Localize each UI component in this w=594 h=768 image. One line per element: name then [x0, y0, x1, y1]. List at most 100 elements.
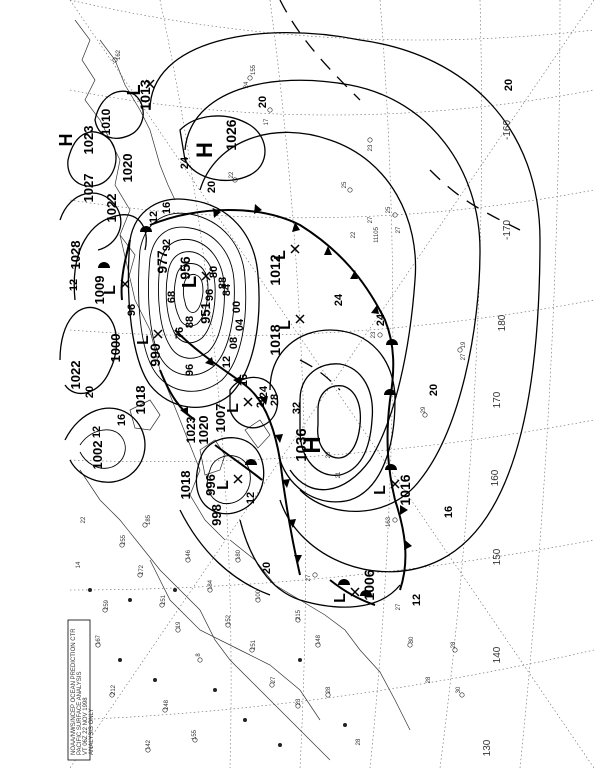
station-value-label: 155 [192, 729, 198, 740]
meridian-tick-label: -160 [502, 120, 513, 140]
station-value-label: 163 [386, 516, 392, 527]
station-value-label: 167 [96, 634, 102, 645]
station-value-label: 27 [461, 353, 467, 360]
station-value-label: 30 [409, 636, 415, 643]
pressure-value-label: 1012 [267, 254, 283, 285]
station-value-label: 215 [296, 609, 302, 620]
station-value-label: 185 [146, 514, 152, 525]
pressure-value-label: 996 [203, 474, 218, 496]
station-value-label: 25 [386, 206, 392, 213]
station-value-label: 180 [236, 549, 242, 560]
station-value-label: 28 [451, 641, 457, 648]
station-value-label: 155 [251, 64, 257, 75]
station-value-label: 8 [196, 653, 202, 657]
low-pressure-center: L [179, 276, 201, 288]
low-center-cross-icon [120, 279, 130, 289]
pressure-value-label: 1022 [104, 194, 119, 223]
fronts [98, 204, 412, 606]
isobar-value-label: 20 [261, 562, 273, 574]
legend-line: PACIFIC SURFACE ANALYSIS [77, 672, 83, 755]
pressure-value-label: 1020 [196, 416, 211, 445]
station-value-label: 148 [164, 699, 170, 710]
isobar-value-label: 12 [148, 211, 160, 223]
low-pressure-center: L [225, 403, 242, 413]
station-value-label: 23 [371, 331, 377, 338]
isobar-value-label: 20 [503, 79, 515, 91]
station-value-label: 27 [368, 216, 374, 223]
pressure-value-label: 1023 [81, 126, 96, 155]
station-value-label: 146 [186, 549, 192, 560]
pressure-value-label: 951 [198, 302, 213, 324]
isobar-value-label: 20 [84, 386, 96, 398]
station-value-label: 100 [256, 589, 262, 600]
station-markers [88, 57, 465, 753]
isobar-value-label: 68 [166, 291, 178, 303]
isobar-value-label: 20 [428, 384, 440, 396]
station-value-label: 142 [146, 739, 152, 750]
isobar-value-label: 76 [174, 327, 186, 339]
isobar-value-label: 00 [231, 301, 243, 313]
station-value-label: 20 [326, 451, 332, 458]
meridian-tick-label: -170 [502, 220, 513, 240]
meridian-tick-label: 160 [490, 469, 501, 486]
isobar-value-label: 28 [269, 394, 281, 406]
pressure-value-label: 1018 [267, 324, 283, 355]
isobar-value-label: 12 [245, 492, 257, 504]
station-value-label: 28 [426, 676, 432, 683]
station-value-label: 212 [111, 684, 117, 695]
isobar-value-label: 12 [68, 279, 80, 291]
legend-line: VT 06Z 22 NOV 1998 [83, 697, 89, 755]
isobar-value-label: 16 [161, 202, 173, 214]
low-center-cross-icon [295, 314, 305, 324]
low-pressure-center: L [102, 285, 119, 295]
isobar-value-label: 24 [255, 395, 267, 408]
isobar-value-label: 24 [375, 313, 387, 326]
pressure-value-label: 1010 [99, 108, 113, 135]
high-pressure-center: H [299, 436, 326, 453]
high-pressure-center: H [56, 134, 76, 147]
pressure-value-label: 1020 [120, 154, 135, 183]
pressure-value-label: 1028 [68, 241, 83, 270]
low-pressure-center: L [272, 250, 289, 260]
pressure-value-label: 1002 [90, 441, 105, 470]
isobar-value-label: 24 [258, 385, 270, 398]
station-value-label: 172 [139, 564, 145, 575]
pressure-value-label: 990 [147, 343, 163, 367]
station-value-label: 27 [271, 676, 277, 683]
pressure-value-label: 1018 [133, 386, 148, 415]
legend-box: NOAA/NWS/NCEP OCEAN PREDICTION CTR PACIF… [67, 619, 95, 761]
pressure-value-label: 1023 [184, 416, 198, 443]
low-center-cross-icon [350, 587, 360, 597]
pressure-value-label: 1018 [178, 471, 193, 500]
station-value-label: 11105 [374, 226, 380, 242]
meridian-tick-label: 150 [492, 548, 503, 565]
low-center-cross-icon [243, 397, 253, 407]
station-value-label: 19 [176, 621, 182, 628]
isobar-value-label: 96 [184, 364, 196, 376]
pressure-value-label: 1022 [68, 361, 83, 390]
isobar-value-label: 12 [411, 594, 423, 606]
pressure-value-label: 1036 [293, 428, 310, 461]
station-value-label: 30 [456, 686, 462, 693]
pressure-value-label: 977 [154, 250, 170, 274]
low-pressure-center: L [215, 480, 232, 490]
meridian-tick-label: 130 [482, 739, 493, 756]
pressure-value-label: 1009 [92, 276, 107, 305]
station-value-label: 27 [396, 226, 402, 233]
isobar-value-label: 16 [238, 374, 250, 386]
station-value-label: 14 [76, 561, 82, 568]
isobar-value-label: 32 [291, 402, 303, 414]
pressure-value-label: 1006 [361, 569, 377, 600]
isobar-value-label: 96 [204, 289, 216, 301]
legend-line: ANALYSIS ONLY [89, 709, 95, 755]
isobar-value-label: 04 [234, 318, 246, 331]
station-value-label: 24 [244, 81, 250, 88]
low-center-cross-icon [290, 244, 300, 254]
low-center-cross-icon [145, 79, 155, 89]
isobar-value-label: 24 [179, 156, 191, 169]
isobar-value-label: 84 [221, 283, 233, 296]
station-value-label: 28 [326, 686, 332, 693]
isobar-value-labels: 2020242016122424283224201612202016121612… [68, 79, 515, 606]
